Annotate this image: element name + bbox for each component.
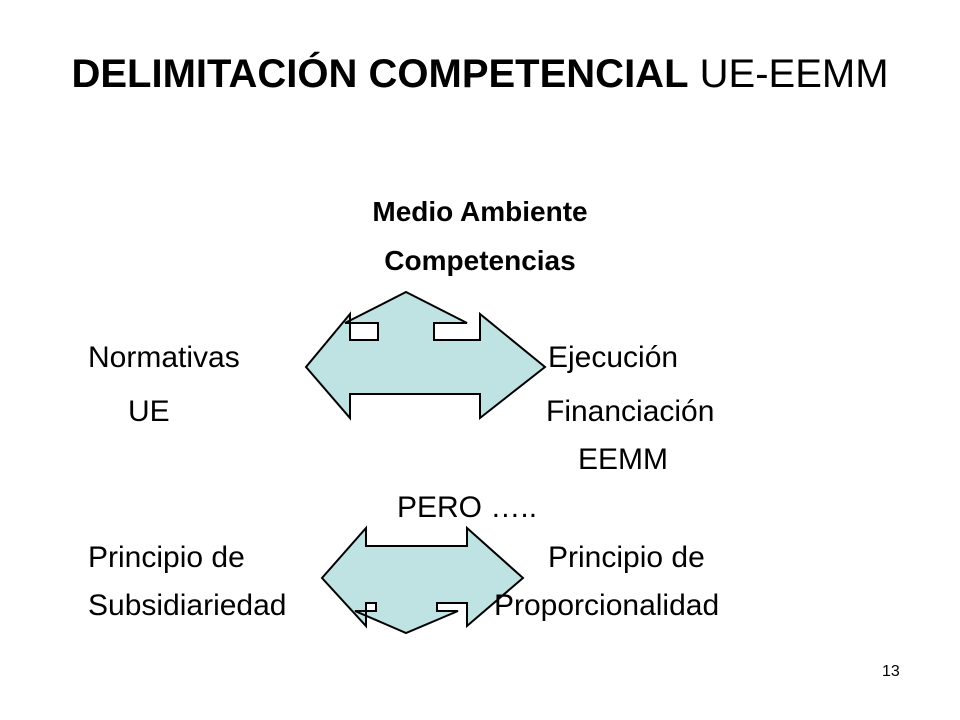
slide-title: DELIMITACIÓN COMPETENCIAL UE-EEMM: [60, 48, 900, 100]
left-top-ue: UE: [128, 395, 170, 428]
right-bottom-proporcionalidad: Proporcionalidad: [494, 589, 720, 622]
subtitle-medio-ambiente: Medio Ambiente: [372, 196, 588, 227]
left-top-normativas: Normativas: [88, 341, 240, 374]
middle-pero: PERO …..: [397, 491, 538, 524]
right-top-financiacion: Financiación: [546, 395, 715, 428]
subtitle-competencias: Competencias: [384, 245, 576, 276]
title-regular-part: UE-EEMM: [699, 52, 889, 96]
left-bottom-principio-de: Principio de: [88, 541, 245, 574]
title-bold-part: DELIMITACIÓN COMPETENCIAL: [71, 52, 689, 96]
right-top-eemm: EEMM: [578, 443, 668, 476]
page-number: 13: [882, 663, 900, 680]
right-top-ejecucion: Ejecución: [548, 341, 679, 374]
left-bottom-subsidiariedad: Subsidiariedad: [88, 589, 287, 622]
right-bottom-principio-de: Principio de: [548, 541, 705, 574]
